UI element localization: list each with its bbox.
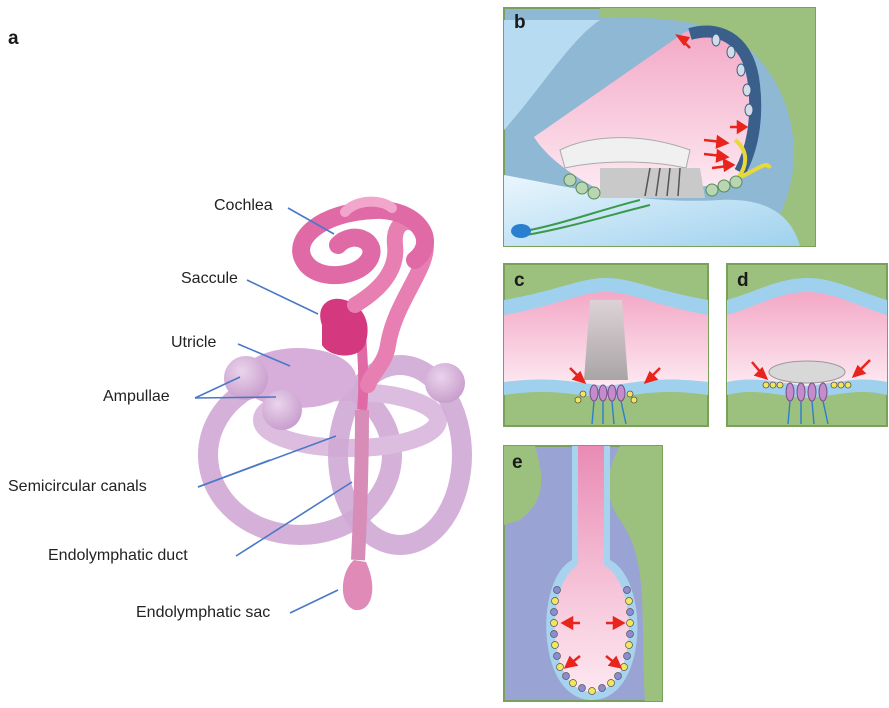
label-semicircular-canals: Semicircular canals xyxy=(8,478,147,496)
panel-d-illustration xyxy=(727,264,887,426)
label-ampullae: Ampullae xyxy=(103,388,170,406)
endolymphatic-sac-shape xyxy=(343,560,372,610)
panel-c-illustration xyxy=(504,264,708,426)
label-utricle: Utricle xyxy=(171,334,216,352)
label-endolymphatic-sac: Endolymphatic sac xyxy=(136,604,270,622)
cochlea-spiral xyxy=(301,210,425,275)
label-endolymphatic-duct: Endolymphatic duct xyxy=(48,547,188,565)
panel-label-a: a xyxy=(8,28,19,50)
ampulla-3 xyxy=(425,363,465,403)
panel-e-illustration xyxy=(504,446,662,701)
label-saccule: Saccule xyxy=(181,270,238,288)
ampulla-2 xyxy=(262,390,302,430)
panel-label-c: c xyxy=(514,270,525,292)
panel-label-e: e xyxy=(512,452,523,474)
panel-label-b: b xyxy=(514,12,526,34)
endolymphatic-duct-shape xyxy=(358,410,362,560)
panel-b-illustration xyxy=(504,8,815,246)
label-cochlea: Cochlea xyxy=(214,197,273,215)
ampulla-1 xyxy=(224,356,268,400)
panel-label-d: d xyxy=(737,270,749,292)
